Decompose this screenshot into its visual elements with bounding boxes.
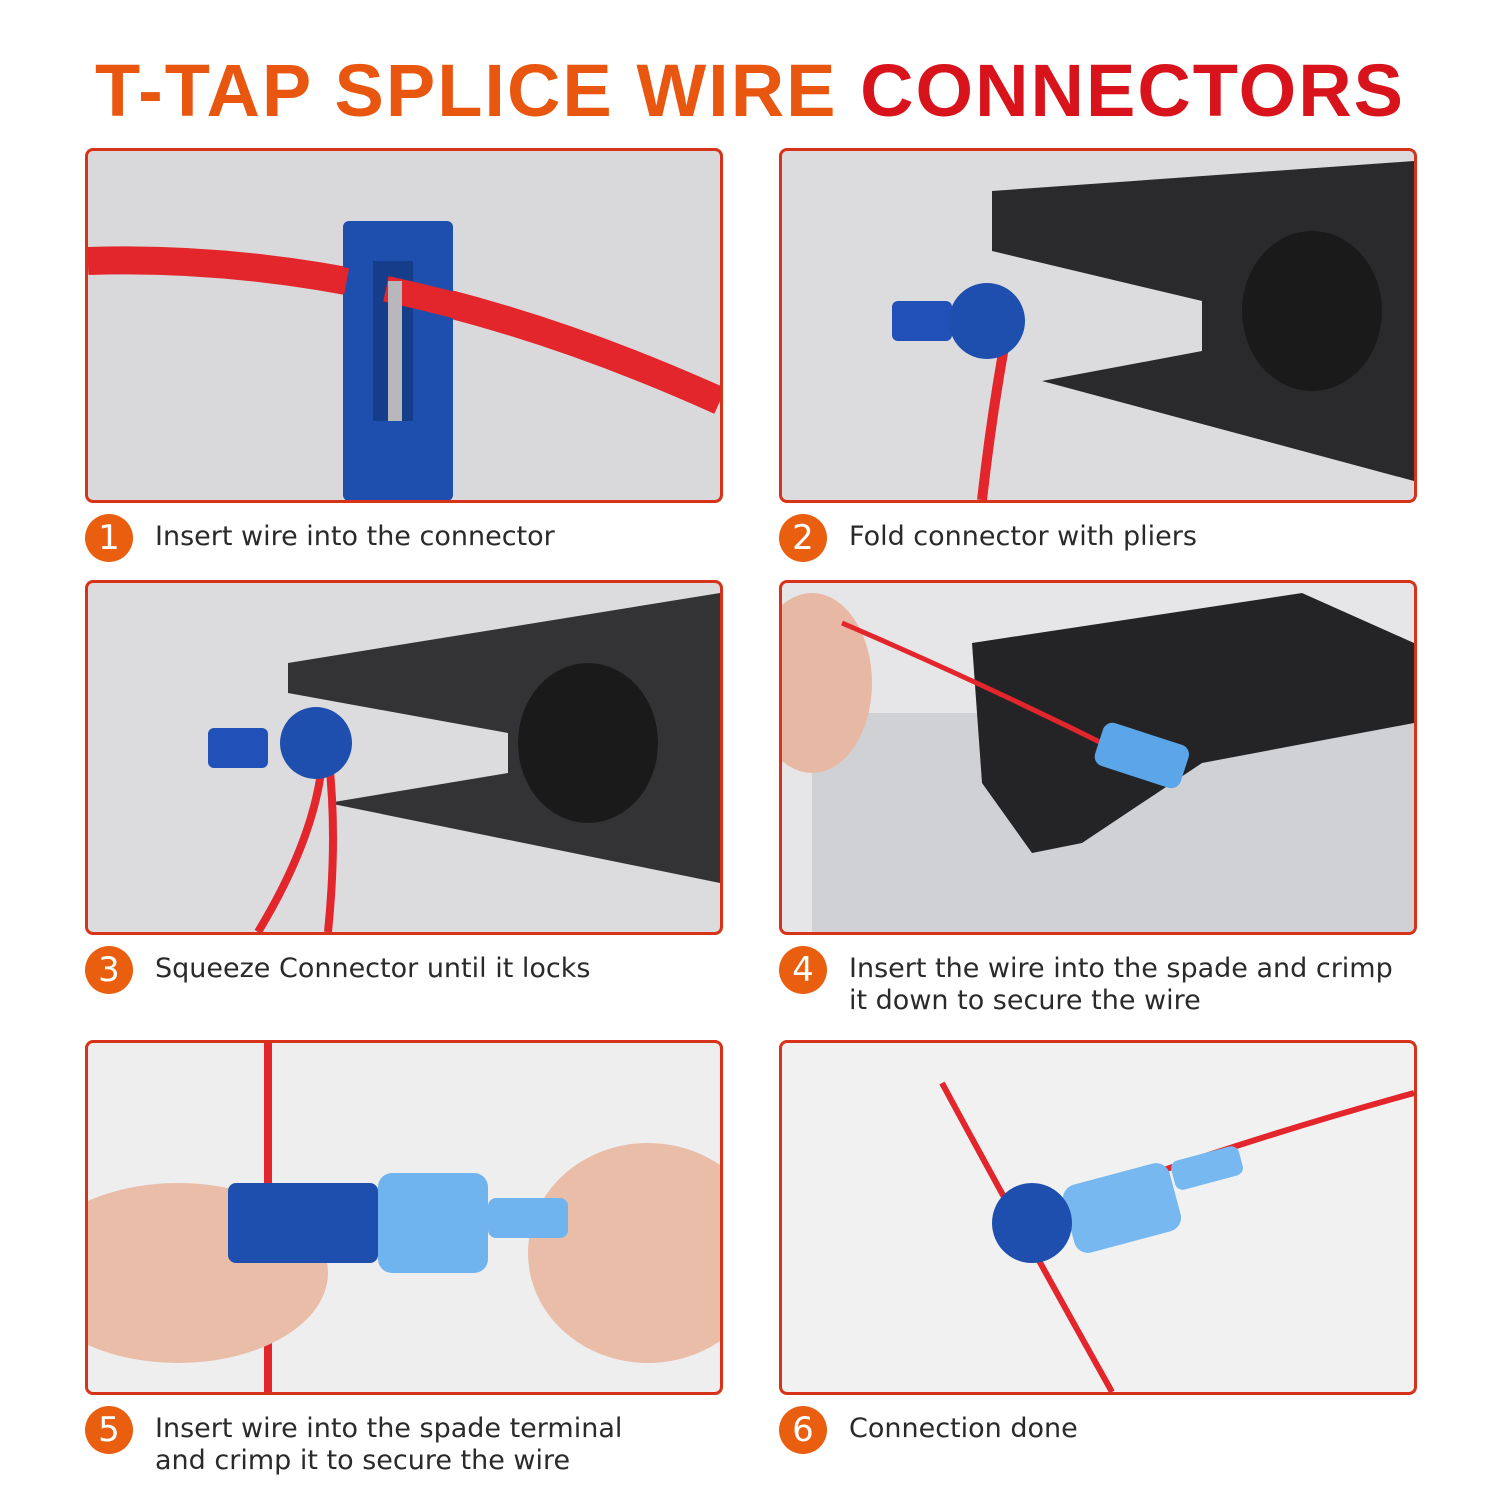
step-number-badge: 2	[779, 514, 827, 562]
step-3-photo	[85, 580, 723, 935]
step-6: 6 Connection done	[779, 1406, 1078, 1454]
step-5: 5 Insert wire into the spade terminal an…	[85, 1406, 675, 1477]
step-3: 3 Squeeze Connector until it locks	[85, 946, 590, 994]
step-caption: Fold connector with pliers	[849, 521, 1197, 552]
step-4: 4 Insert the wire into the spade and cri…	[779, 946, 1419, 1017]
step-number-badge: 6	[779, 1406, 827, 1454]
step-number-badge: 4	[779, 946, 827, 994]
step-6-photo	[779, 1040, 1417, 1395]
step-number-badge: 1	[85, 514, 133, 562]
page-title: T-TAP SPLICE WIRE CONNECTORS	[0, 48, 1500, 133]
step-1-photo	[85, 148, 723, 503]
step-number-badge: 5	[85, 1406, 133, 1454]
step-caption: Insert wire into the connector	[155, 521, 555, 552]
step-2-photo	[779, 148, 1417, 503]
step-1: 1 Insert wire into the connector	[85, 514, 555, 562]
step-caption: Squeeze Connector until it locks	[155, 953, 591, 984]
title-part-1: T-TAP SPLICE WIRE	[95, 49, 838, 132]
step-4-photo	[779, 580, 1417, 935]
title-part-2: CONNECTORS	[860, 49, 1405, 132]
step-2: 2 Fold connector with pliers	[779, 514, 1197, 562]
step-5-photo	[85, 1040, 723, 1395]
step-caption: Connection done	[849, 1413, 1078, 1444]
step-caption: Insert the wire into the spade and crimp…	[849, 953, 1393, 1016]
step-number-badge: 3	[85, 946, 133, 994]
step-caption: Insert wire into the spade terminal and …	[155, 1413, 623, 1476]
